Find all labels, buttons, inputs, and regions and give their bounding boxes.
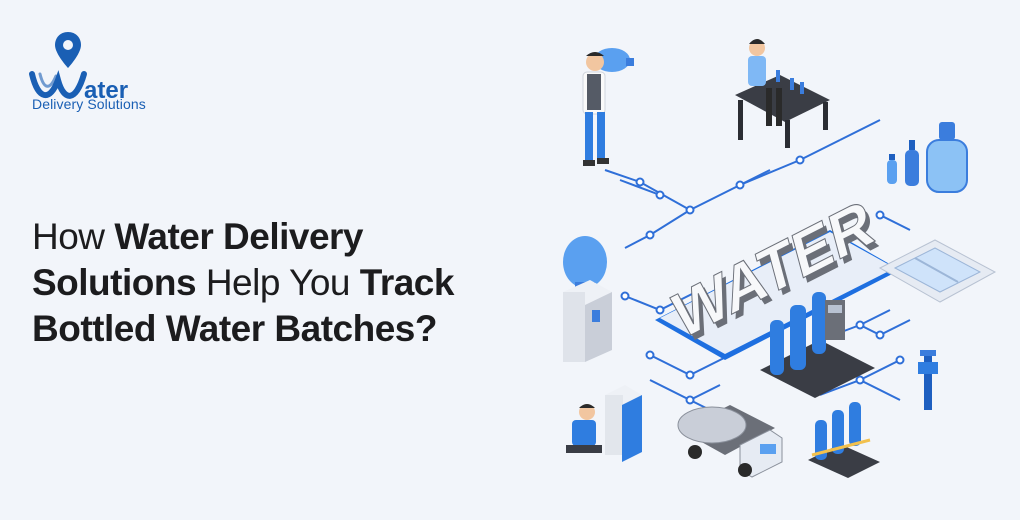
title-part-5: Track bbox=[359, 262, 455, 303]
title-part-1: How bbox=[32, 216, 115, 257]
title-part-3: Solutions bbox=[32, 262, 197, 303]
man-carrying-bottle bbox=[582, 48, 634, 166]
brand-mark: ater bbox=[29, 32, 128, 104]
technician-kneeling bbox=[566, 385, 642, 462]
pump-station bbox=[808, 402, 880, 478]
lab-technician bbox=[735, 39, 830, 148]
title-part-2: Water Delivery bbox=[114, 216, 364, 257]
title-part-4: Help You bbox=[196, 262, 360, 303]
water-tanker-truck bbox=[677, 405, 783, 478]
location-pin-icon bbox=[55, 32, 81, 68]
brand-word-tail: ater bbox=[84, 77, 128, 104]
water-bottles bbox=[887, 122, 968, 193]
title-part-6: Bottled Water Batches? bbox=[32, 308, 437, 349]
filtration-tray bbox=[878, 239, 997, 303]
brand-subtitle: Delivery Solutions bbox=[32, 96, 146, 112]
connector-nodes bbox=[620, 155, 905, 405]
pipe-valve bbox=[918, 350, 938, 410]
water-supply-illustration: WATER WATER bbox=[563, 39, 997, 478]
water-dispenser bbox=[563, 236, 612, 362]
page-title: How Water Delivery Solutions Help You Tr… bbox=[32, 214, 532, 352]
purification-plant bbox=[760, 292, 875, 398]
